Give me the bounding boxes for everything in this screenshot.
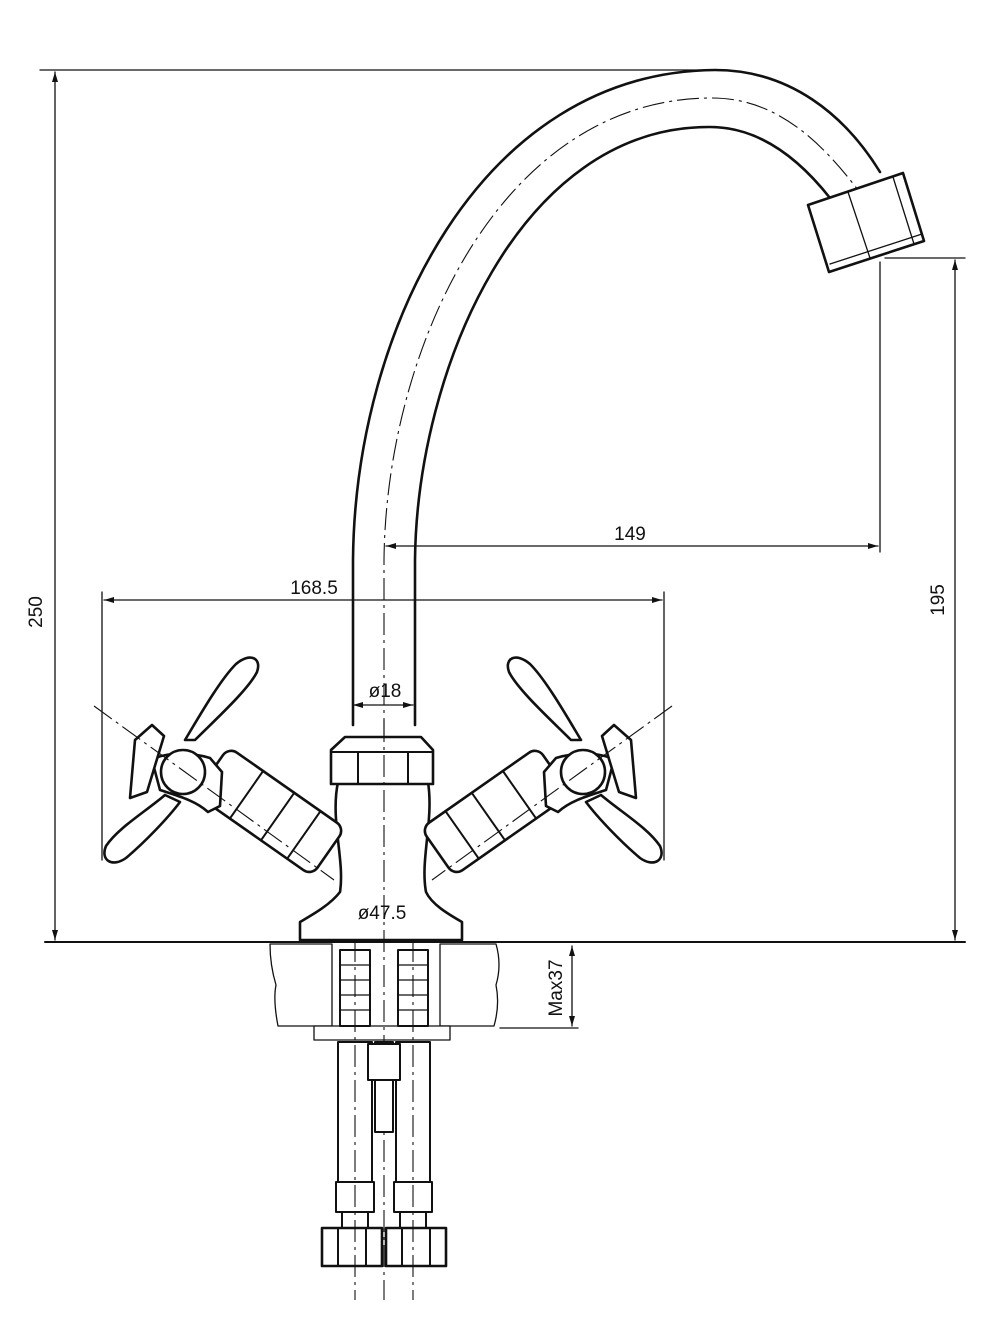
left-handle-cap (159, 748, 207, 796)
aerator-ring-line (847, 191, 871, 259)
faucet-body (298, 720, 464, 1300)
left-hose-end-nut (320, 1226, 384, 1268)
right-cartridge-ring-c (501, 770, 538, 820)
right-handle-cap (559, 748, 607, 796)
left-cartridge-ring-b (259, 791, 296, 842)
label-height-total: 250 (26, 596, 47, 628)
mounting-nut (367, 1043, 401, 1081)
left-handle-axis (93, 705, 335, 881)
right-cartridge-ring-b (470, 791, 507, 842)
left-handle-arm-top (183, 656, 260, 742)
spout-hex-nut (329, 735, 435, 786)
right-valve-handle (423, 656, 673, 881)
right-handle-index-button (600, 723, 638, 800)
right-hose-end-nut (384, 1226, 448, 1268)
label-handle-span: 168.5 (290, 578, 338, 599)
countertop-left-block (269, 943, 333, 1027)
label-spout-reach: 149 (614, 524, 646, 545)
left-cartridge-ring-a (228, 770, 265, 820)
countertop-section (269, 943, 500, 1041)
label-base-diameter: ø47.5 (358, 903, 407, 924)
supply-hoses (320, 940, 448, 1300)
mounting-washer (313, 1025, 451, 1041)
countertop-right-block (439, 943, 500, 1027)
aerator-edge-line (892, 176, 915, 245)
left-handle-index-button (128, 723, 166, 800)
spout-outer-contour (351, 68, 882, 727)
left-valve-handle (93, 656, 343, 881)
left-handle-arm-bottom (103, 793, 182, 864)
right-handle-axis (431, 705, 673, 881)
body-casting (298, 780, 464, 942)
dimension-labels: 250 195 149 168.5 ø18 ø47.5 Max37 (26, 524, 949, 1017)
right-handle-arm-bottom (584, 793, 663, 864)
spout-aerator (806, 171, 926, 274)
spout-inner-contour (413, 125, 832, 727)
label-spout-height: 195 (928, 584, 949, 616)
right-handle-arm-top (506, 656, 583, 742)
label-max-counter-thickness: Max37 (546, 959, 567, 1016)
label-spout-diameter: ø18 (369, 681, 402, 702)
spout (351, 68, 926, 740)
spout-centerline (383, 97, 859, 740)
aerator-bottom-line (829, 233, 923, 265)
